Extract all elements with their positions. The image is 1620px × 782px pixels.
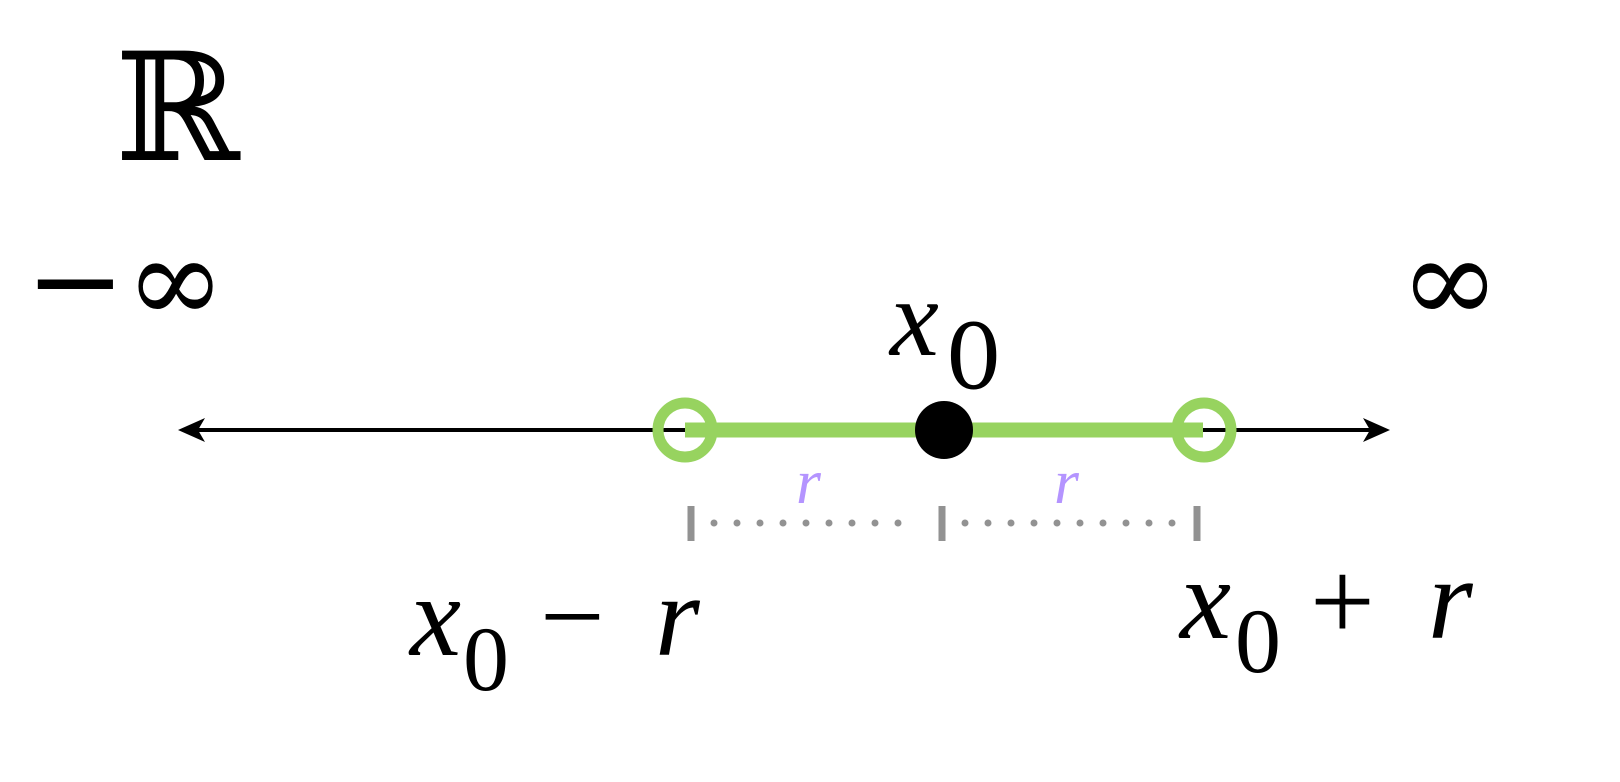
center-sub: 0 [945, 305, 1002, 410]
left-r: r [655, 553, 701, 680]
measure-dot [984, 519, 992, 527]
left-op: − [540, 553, 605, 680]
real-numbers-symbol: ℝ [115, 22, 241, 196]
measure-dot [871, 519, 879, 527]
measure-dot [710, 519, 718, 527]
measure-dot [961, 519, 969, 527]
left-sub: 0 [463, 608, 509, 710]
positive-infinity-label: ∞ [1400, 212, 1500, 351]
left-var: x [408, 553, 461, 680]
right-endpoint-label: x 0 + r [1178, 536, 1474, 692]
right-arrow-icon [1363, 418, 1390, 442]
measure-dot [1076, 519, 1084, 527]
left-endpoint-label: x 0 − r [408, 553, 701, 710]
negative-infinity-label: −∞ [25, 212, 226, 351]
radius-label-left: r [796, 446, 822, 517]
right-var: x [1178, 536, 1231, 663]
measure-dot [1145, 519, 1153, 527]
measure-dot [1168, 519, 1176, 527]
right-open-endpoint [1171, 397, 1237, 463]
measure-dot [825, 519, 833, 527]
left-open-endpoint [652, 397, 718, 463]
center-var: x [888, 257, 939, 379]
measure-dot [1007, 519, 1015, 527]
measure-dot [802, 519, 810, 527]
measure-dot [1053, 519, 1061, 527]
left-arrow-icon [178, 418, 205, 442]
radius-label-right: r [1054, 446, 1080, 517]
right-r: r [1428, 536, 1474, 663]
center-label: x 0 [888, 257, 1002, 410]
measure-dot [733, 519, 741, 527]
measure-dot [894, 519, 902, 527]
right-op: + [1310, 538, 1375, 665]
measure-dot [1099, 519, 1107, 527]
measure-dot [848, 519, 856, 527]
measure-dot [1122, 519, 1130, 527]
measure-dot [1030, 519, 1038, 527]
measure-dot [756, 519, 764, 527]
right-sub: 0 [1235, 590, 1281, 692]
center-point [915, 401, 973, 459]
measure-dot [779, 519, 787, 527]
radius-measure [687, 506, 1201, 541]
